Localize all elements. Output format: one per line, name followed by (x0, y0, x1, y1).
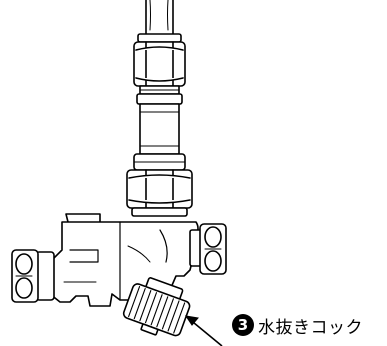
arrow-pointer-icon (184, 315, 223, 346)
right-connector (189, 223, 227, 275)
drain-cock-knob (122, 277, 191, 337)
left-connector (11, 249, 55, 303)
lower-nut (126, 169, 193, 217)
callout-drain-cock: 3 水抜きコック (232, 312, 363, 338)
callout-label: 水抜きコック (258, 317, 363, 338)
top-pipe (145, 0, 174, 35)
upper-nut (133, 33, 186, 87)
callout-number-badge: 3 (232, 314, 254, 336)
tube-section (133, 85, 186, 171)
